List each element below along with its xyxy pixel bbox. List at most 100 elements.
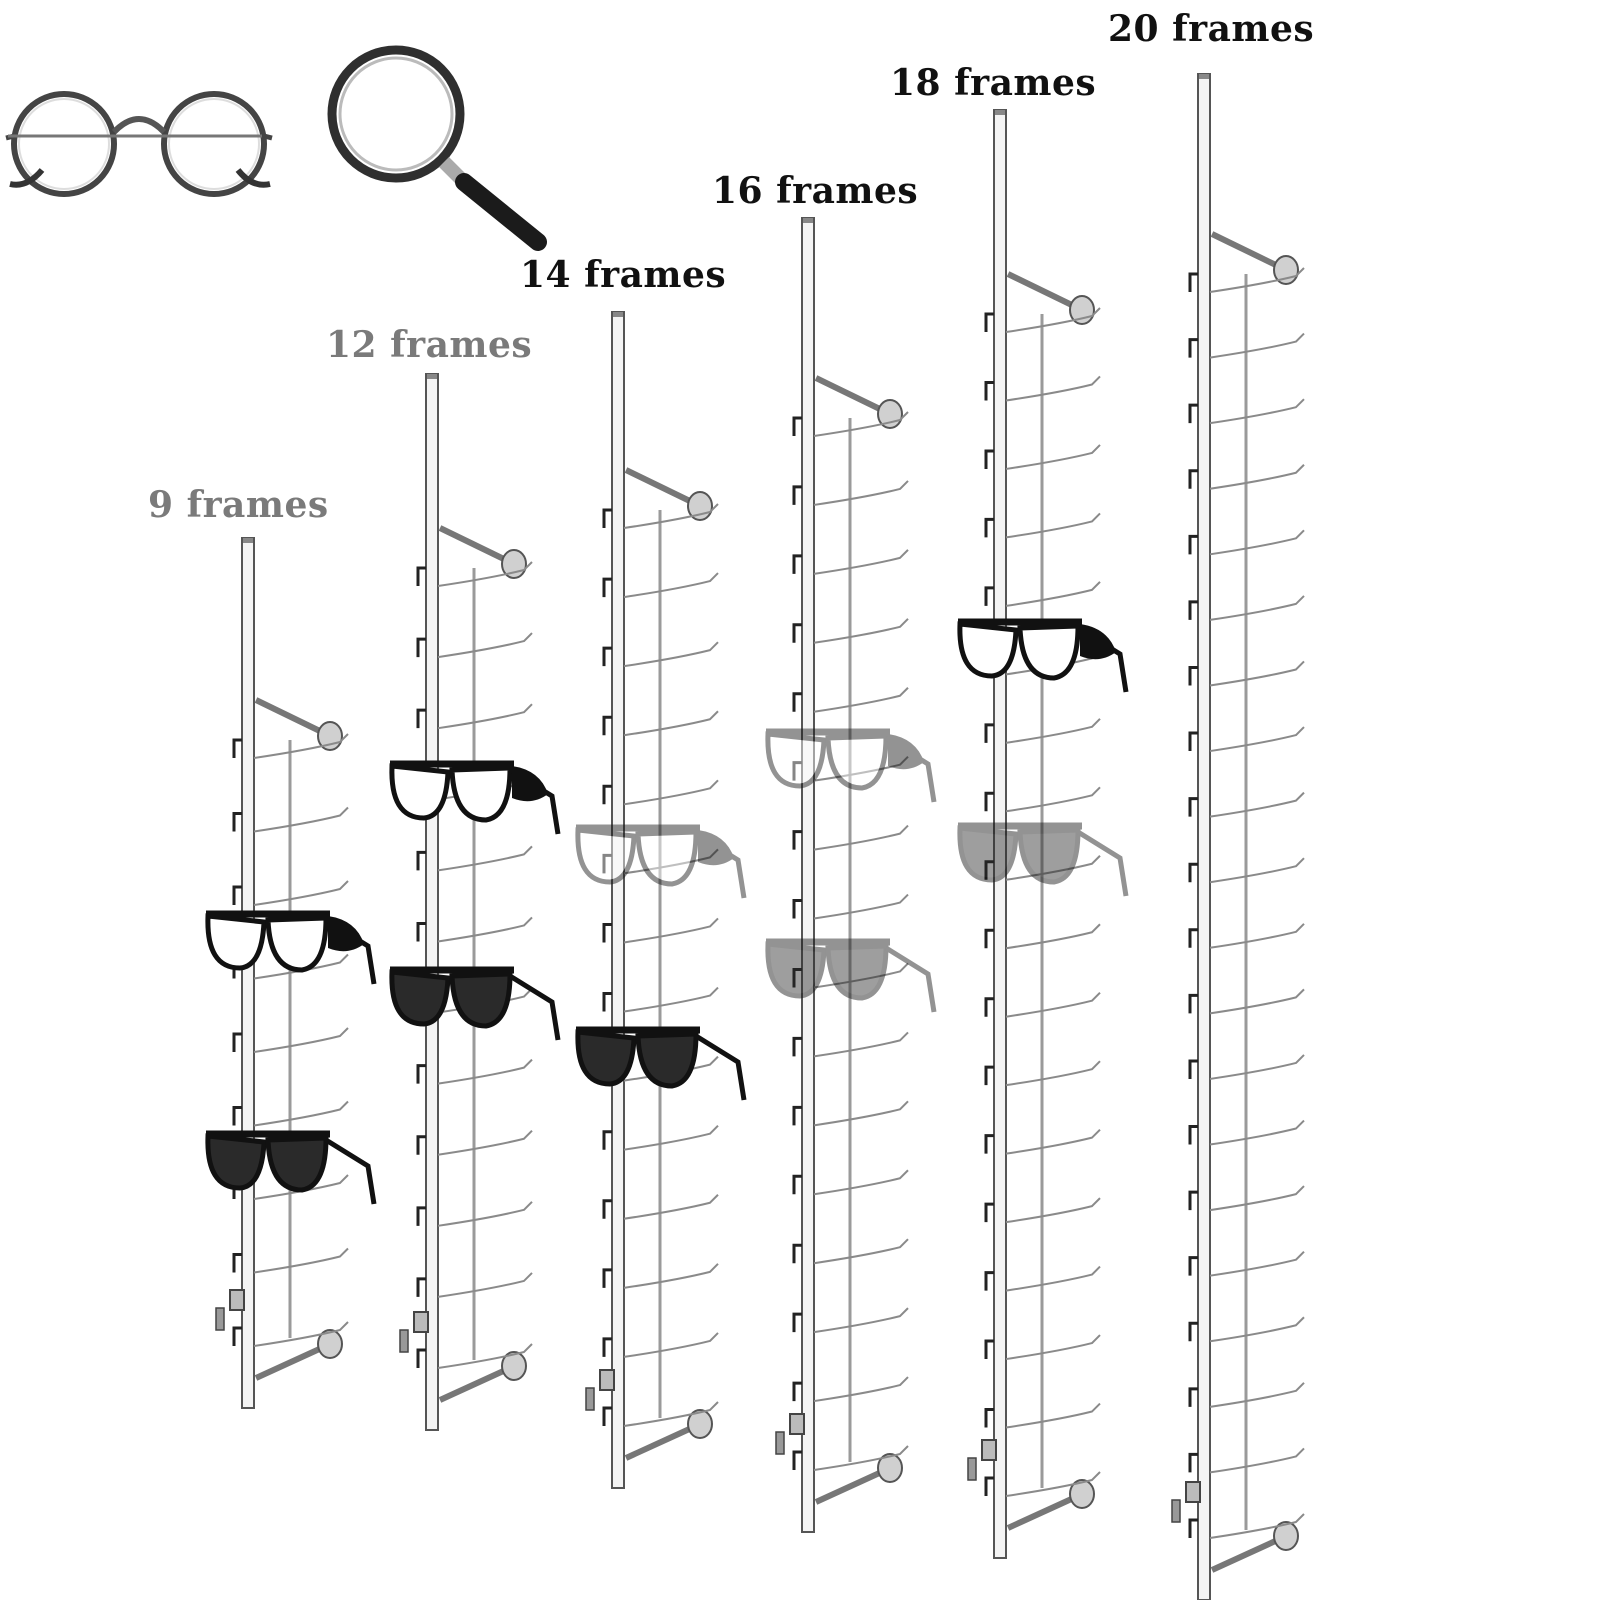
wall-mount: [687, 1409, 713, 1439]
wall-bracket: [814, 1467, 888, 1505]
frame-wire: [813, 549, 909, 575]
frame-wire: [253, 806, 349, 833]
rack-pole: [1197, 73, 1211, 1600]
wall-bracket: [1210, 231, 1284, 271]
sunglasses: [765, 938, 937, 1013]
side-shield: [512, 766, 548, 802]
frame-hook: [602, 1406, 612, 1426]
frame-wire: [437, 1058, 533, 1085]
frame-hook: [232, 738, 242, 758]
temple-arm: [884, 945, 937, 1013]
frame-hook: [602, 1130, 612, 1150]
frame-wire: [253, 1100, 349, 1127]
frame-hook: [1188, 1518, 1198, 1538]
side-shield: [888, 734, 924, 770]
key: [967, 1457, 977, 1481]
temple-arm: [694, 1033, 747, 1101]
wall-mount: [317, 1329, 343, 1359]
sunglasses: [575, 824, 747, 899]
frame-wire: [1005, 786, 1101, 813]
frame-wire: [437, 1343, 533, 1369]
frame-wire: [1209, 595, 1305, 621]
wall-bracket: [1006, 271, 1080, 311]
frame-hook: [1188, 1321, 1198, 1342]
rack-cap: [427, 374, 437, 379]
frame-wire: [1209, 398, 1305, 425]
frame-hook: [416, 921, 426, 942]
frame-wire: [1209, 923, 1305, 949]
frame-wire: [1005, 718, 1101, 744]
wall-bracket: [438, 525, 512, 565]
frame-hook: [416, 1206, 426, 1226]
frame-hook: [1188, 731, 1198, 752]
frame-hook: [602, 508, 612, 528]
lock: [413, 1311, 429, 1333]
frame-hook: [984, 380, 994, 401]
frame-hook: [1188, 338, 1198, 358]
lens-left: [575, 1029, 637, 1087]
frame-wire: [813, 1169, 909, 1196]
frame-hook: [602, 1199, 612, 1219]
frame-hook: [602, 784, 612, 805]
sunglasses: [575, 1026, 747, 1101]
frame-wire: [1209, 1054, 1305, 1080]
temple-arm: [324, 1137, 377, 1205]
frame-hook: [792, 1174, 802, 1195]
rack-label: 18 frames: [890, 62, 1097, 104]
wall-mount: [501, 1351, 527, 1381]
frame-wire: [253, 733, 349, 759]
frame-wire: [1005, 1471, 1101, 1497]
frame-wire: [437, 632, 533, 659]
frame-hook: [792, 830, 802, 850]
frame-wire: [623, 1401, 719, 1427]
frame-wire: [437, 1130, 533, 1156]
temple-arm: [694, 831, 747, 899]
frame-hook: [602, 992, 612, 1012]
frame-hook: [602, 715, 612, 736]
frame-wire: [253, 1247, 349, 1274]
wall-bracket: [814, 375, 888, 415]
frame-hook: [792, 899, 802, 919]
wall-mount: [877, 1453, 903, 1483]
frame-hook: [232, 1106, 242, 1126]
frame-hook: [416, 566, 426, 586]
key: [399, 1329, 409, 1353]
side-shield: [1080, 624, 1116, 660]
frame-wire: [1209, 1119, 1305, 1146]
rack-cap: [995, 110, 1005, 115]
frame-wire: [1209, 726, 1305, 753]
frame-wire: [813, 1376, 909, 1403]
frame-hook: [1188, 403, 1198, 424]
rack-label: 12 frames: [326, 324, 533, 366]
frame-hook: [416, 637, 426, 658]
frame-wire: [623, 917, 719, 944]
frame-wire: [1005, 1128, 1101, 1155]
rack-9: [205, 537, 377, 1409]
rack-pole: [425, 373, 439, 1431]
lens-left: [765, 731, 827, 789]
lock: [981, 1439, 997, 1461]
frame-hook: [984, 997, 994, 1017]
frame-wire: [437, 1201, 533, 1227]
wall-bracket: [254, 697, 328, 737]
frame-hook: [602, 1268, 612, 1288]
frame-wire: [1209, 267, 1305, 293]
lens-right: [1017, 623, 1081, 681]
rack-20: [1171, 73, 1305, 1600]
frame-wire: [1005, 512, 1101, 539]
frame-hook: [792, 1243, 802, 1264]
frame-hook: [416, 1277, 426, 1297]
frame-wire: [1209, 1513, 1305, 1539]
key: [215, 1307, 225, 1331]
frame-wire: [623, 710, 719, 737]
frame-wire: [813, 1100, 909, 1127]
frame-wire: [623, 1194, 719, 1220]
magnifying-glass-icon: [327, 45, 547, 251]
frame-wire: [813, 962, 909, 989]
frame-hook: [232, 1032, 242, 1052]
frame-hook: [416, 1135, 426, 1155]
frame-hook: [1188, 600, 1198, 620]
lens-right: [265, 1135, 329, 1193]
